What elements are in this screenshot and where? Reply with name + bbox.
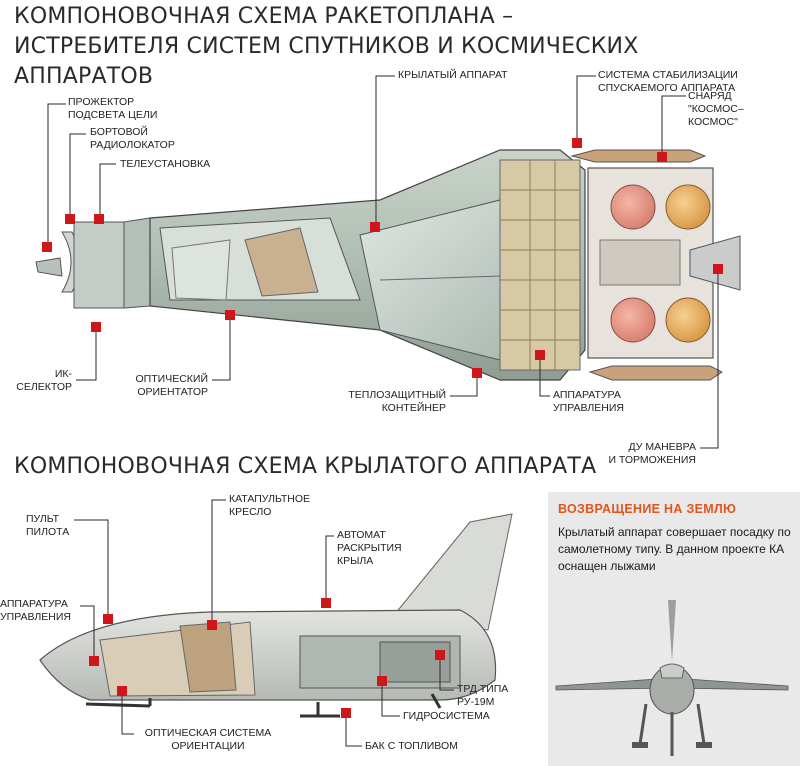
label-stabilization: СИСТЕМА СТАБИЛИЗАЦИИ СПУСКАЕМОГО АППАРАТ…	[598, 69, 738, 94]
landing-vehicle-front-view	[555, 600, 789, 756]
label-control-equipment-2: АППАРАТУРА УПРАВЛЕНИЯ	[0, 598, 72, 623]
marker-optical-system	[117, 686, 127, 696]
marker-ir-selector	[91, 322, 101, 332]
missile-top	[570, 149, 707, 163]
marker-pilot-console	[103, 614, 113, 624]
label-optical-system: ОПТИЧЕСКАЯ СИСТЕМА ОРИЕНТАЦИИ	[144, 727, 272, 752]
maneuver-engine	[588, 365, 723, 381]
label-optical-orientator: ОПТИЧЕСКИЙ ОРИЕНТАТОР	[135, 373, 208, 398]
marker-winged-vehicle	[370, 222, 380, 232]
return-panel-text: Крылатый аппарат совершает посадку по са…	[558, 525, 791, 573]
label-fuel-tank: БАК С ТОПЛИВОМ	[365, 740, 458, 752]
bottom-diagram-title: КОМПОНОВОЧНАЯ СХЕМА КРЫЛАТОГО АППАРАТА	[14, 454, 597, 479]
marker-turbojet	[435, 650, 445, 660]
marker-optical-orientator	[225, 310, 235, 320]
top-diagram-title: КОМПОНОВОЧНАЯ СХЕМА РАКЕТОПЛАНА – ИСТРЕБ…	[14, 4, 639, 89]
aft-compartment	[587, 167, 741, 359]
label-ejection-seat: КАТАПУЛЬТНОЕ КРЕСЛО	[229, 493, 311, 518]
label-searchlight: ПРОЖЕКТОР ПОДСВЕТА ЦЕЛИ	[68, 96, 158, 121]
marker-missile	[657, 152, 667, 162]
return-to-earth-panel: ВОЗВРАЩЕНИЕ НА ЗЕМЛЮ Крылатый аппарат со…	[548, 492, 800, 766]
label-ir-selector: ИК- СЕЛЕКТОР	[16, 368, 72, 393]
marker-fuel-tank	[341, 708, 351, 718]
callout-markers	[42, 138, 723, 718]
marker-ejection-seat	[207, 620, 217, 630]
label-control-equipment: АППАРАТУРА УПРАВЛЕНИЯ	[553, 389, 625, 414]
marker-searchlight	[42, 242, 52, 252]
label-heat-container: ТЕПЛОЗАЩИТНЫЙ КОНТЕЙНЕР	[348, 389, 446, 414]
marker-radar	[65, 214, 75, 224]
marker-tv	[94, 214, 104, 224]
equipment-rack	[499, 159, 581, 371]
return-panel-title: ВОЗВРАЩЕНИЕ НА ЗЕМЛЮ	[558, 502, 737, 516]
label-pilot-console: ПУЛЬТ ПИЛОТА	[26, 513, 70, 538]
label-winged-vehicle: КРЫЛАТЫЙ АППАРАТ	[398, 69, 508, 81]
marker-control-equipment	[535, 350, 545, 360]
marker-hydraulics	[377, 676, 387, 686]
label-hydraulics: ГИДРОСИСТЕМА	[403, 710, 490, 722]
label-missile: СНАРЯД "КОСМОС– КОСМОС"	[688, 90, 744, 128]
marker-stabilization	[572, 138, 582, 148]
label-wing-deploy: АВТОМАТ РАСКРЫТИЯ КРЫЛА	[337, 529, 402, 567]
label-turbojet: ТРД ТИПА РУ-19М	[457, 683, 509, 708]
marker-heat-container	[472, 368, 482, 378]
label-tv: ТЕЛЕУСТАНОВКА	[120, 158, 211, 170]
marker-maneuver-engines	[713, 264, 723, 274]
label-maneuver-engines: ДУ МАНЕВРА И ТОРМОЖЕНИЯ	[608, 441, 696, 466]
label-radar: БОРТОВОЙ РАДИОЛОКАТОР	[90, 126, 175, 151]
marker-wing-deploy	[321, 598, 331, 608]
landing-skids	[85, 693, 442, 718]
marker-control-equipment-2	[89, 656, 99, 666]
